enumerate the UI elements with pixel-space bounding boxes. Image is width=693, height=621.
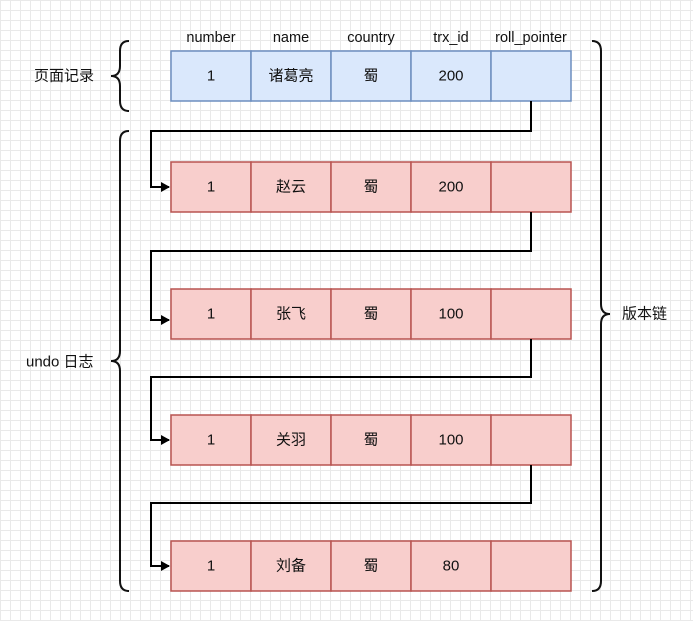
current-record-brace	[110, 40, 130, 112]
current-record-cell-name	[250, 50, 332, 102]
undo-record-trx-id: 100	[438, 306, 463, 323]
undo-record-cell-roll-pointer	[490, 288, 572, 340]
current-record-row: 1 诸葛亮 蜀 200	[170, 50, 572, 102]
column-header-country: country	[347, 30, 395, 46]
undo-record-row: 1 赵云 蜀 200	[170, 161, 572, 213]
current-record-country: 蜀	[363, 68, 378, 85]
column-header-name: name	[273, 30, 309, 46]
undo-record-cell-trx-id	[410, 161, 492, 213]
undo-record-cell-roll-pointer	[490, 540, 572, 592]
current-record-trx-id: 200	[438, 68, 463, 85]
undo-record-cell-trx-id	[410, 414, 492, 466]
undo-record-trx-id: 80	[443, 558, 460, 575]
current-record-cell-country	[330, 50, 412, 102]
roll-pointer-arrow	[150, 101, 532, 192]
undo-record-cell-name	[250, 288, 332, 340]
undo-record-cell-name	[250, 540, 332, 592]
version-chain-label: 版本链	[622, 306, 667, 323]
current-record-name: 诸葛亮	[268, 68, 313, 85]
undo-record-cell-number	[170, 414, 252, 466]
undo-record-country: 蜀	[363, 306, 378, 323]
undo-record-country: 蜀	[363, 179, 378, 196]
undo-record-number: 1	[207, 432, 215, 449]
roll-pointer-arrow	[150, 465, 532, 571]
undo-log-label: undo 日志	[26, 354, 94, 371]
version-chain-brace	[591, 40, 611, 592]
undo-record-trx-id: 100	[438, 432, 463, 449]
undo-record-cell-country	[330, 540, 412, 592]
column-headers: number name country trx_id roll_pointer	[186, 30, 567, 46]
column-header-roll-pointer: roll_pointer	[495, 30, 567, 46]
undo-record-name: 张飞	[276, 306, 306, 323]
current-record-number: 1	[207, 68, 215, 85]
undo-record-name: 关羽	[276, 432, 306, 449]
undo-record-name: 赵云	[276, 179, 306, 196]
undo-record-cell-roll-pointer	[490, 414, 572, 466]
undo-record-cell-number	[170, 288, 252, 340]
undo-record-cell-number	[170, 161, 252, 213]
undo-record-cell-trx-id	[410, 288, 492, 340]
current-record-label: 页面记录	[34, 68, 94, 85]
undo-record-country: 蜀	[363, 432, 378, 449]
undo-record-row: 1 刘备 蜀 80	[170, 540, 572, 592]
undo-record-row: 1 张飞 蜀 100	[170, 288, 572, 340]
current-record-cell-roll-pointer	[490, 50, 572, 102]
undo-record-cell-roll-pointer	[490, 161, 572, 213]
roll-pointer-arrow	[150, 339, 532, 445]
column-header-trx-id: trx_id	[433, 30, 468, 46]
undo-record-cell-name	[250, 161, 332, 213]
undo-record-name: 刘备	[276, 558, 306, 575]
undo-record-country: 蜀	[363, 558, 378, 575]
undo-record-cell-trx-id	[410, 540, 492, 592]
undo-log-brace	[110, 130, 130, 592]
undo-record-cell-name	[250, 414, 332, 466]
current-record-cell-number	[170, 50, 252, 102]
undo-record-number: 1	[207, 558, 215, 575]
undo-record-row: 1 关羽 蜀 100	[170, 414, 572, 466]
undo-record-number: 1	[207, 179, 215, 196]
undo-record-cell-number	[170, 540, 252, 592]
undo-record-number: 1	[207, 306, 215, 323]
column-header-number: number	[186, 30, 235, 46]
undo-record-trx-id: 200	[438, 179, 463, 196]
roll-pointer-links	[150, 101, 532, 571]
undo-record-cell-country	[330, 161, 412, 213]
roll-pointer-arrow	[150, 212, 532, 325]
